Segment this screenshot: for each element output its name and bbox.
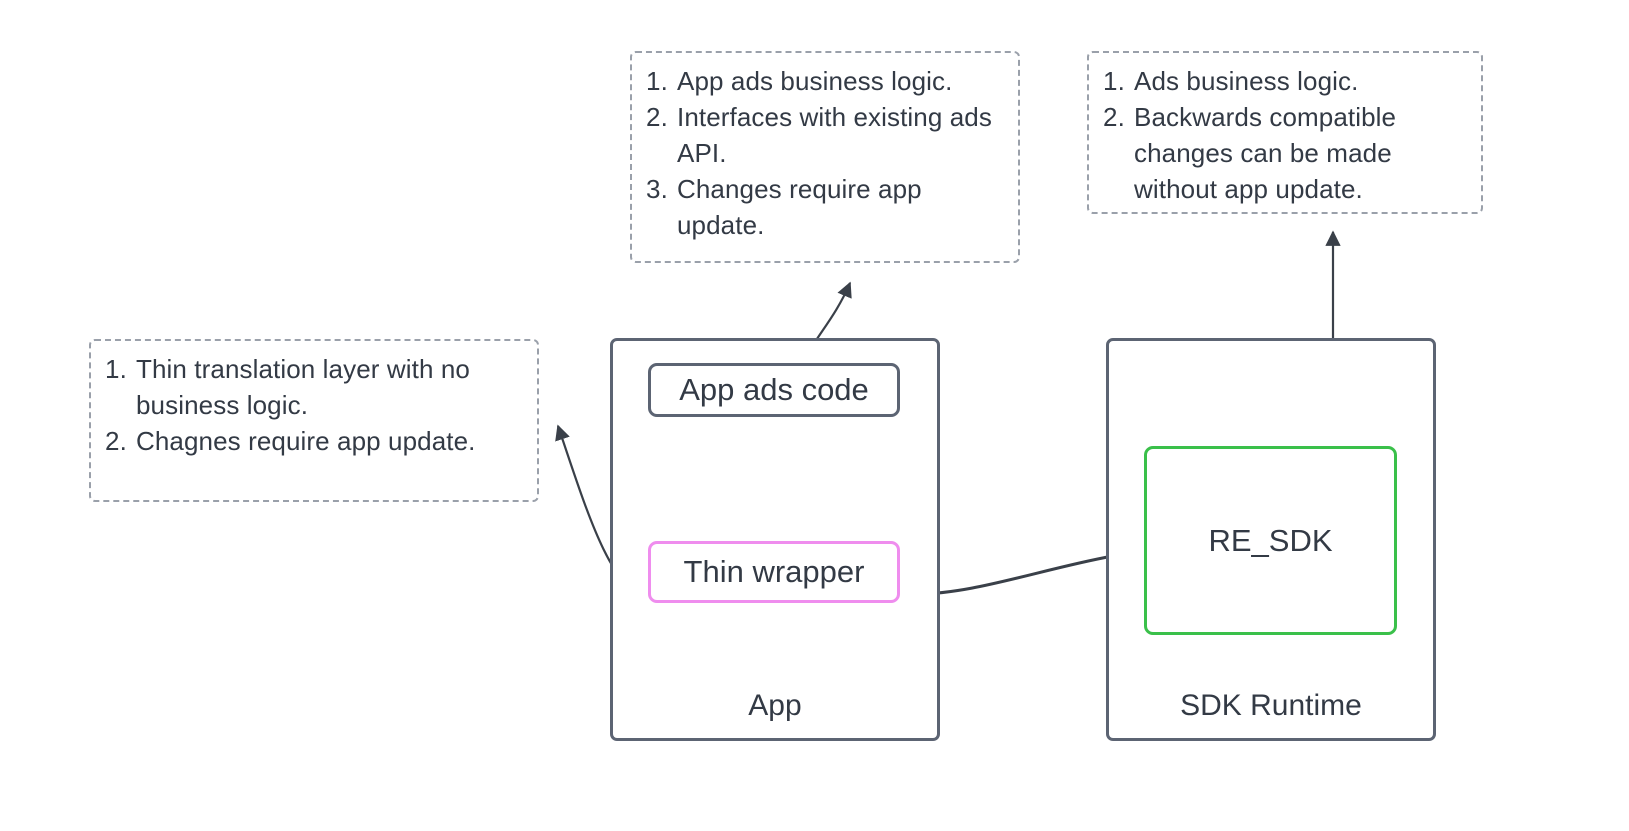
node-thin-wrapper[interactable]: Thin wrapper: [648, 541, 900, 603]
note-app-ads-code: App ads business logic. Interfaces with …: [630, 51, 1020, 263]
container-app-label: App: [748, 689, 802, 722]
note-list-item: Backwards compatible changes can be made…: [1103, 99, 1397, 204]
note-re-sdk: Ads business logic. Backwards compatible…: [1087, 51, 1483, 214]
node-re-sdk[interactable]: RE_SDK: [1144, 446, 1397, 635]
note-list-item: App ads business logic.: [646, 63, 953, 99]
note-list-item: Interfaces with existing ads API.: [646, 99, 992, 168]
node-re-sdk-label: RE_SDK: [1208, 522, 1333, 558]
node-app-ads-code-label: App ads code: [679, 372, 869, 407]
node-app-ads-code[interactable]: App ads code: [648, 363, 900, 417]
note-app-ads-code-list: App ads business logic. Interfaces with …: [646, 63, 1004, 243]
note-list-item: Thin translation layer with no business …: [105, 351, 470, 420]
container-sdk-runtime-label: SDK Runtime: [1180, 689, 1362, 722]
note-thin-wrapper-list: Thin translation layer with no business …: [105, 351, 523, 459]
note-list-item: Ads business logic.: [1103, 63, 1359, 99]
note-thin-wrapper: Thin translation layer with no business …: [89, 339, 539, 502]
note-list-item: Changes require app update.: [646, 171, 922, 240]
note-list-item: Chagnes require app update.: [105, 423, 476, 459]
note-re-sdk-list: Ads business logic. Backwards compatible…: [1103, 63, 1467, 207]
node-thin-wrapper-label: Thin wrapper: [683, 554, 865, 589]
